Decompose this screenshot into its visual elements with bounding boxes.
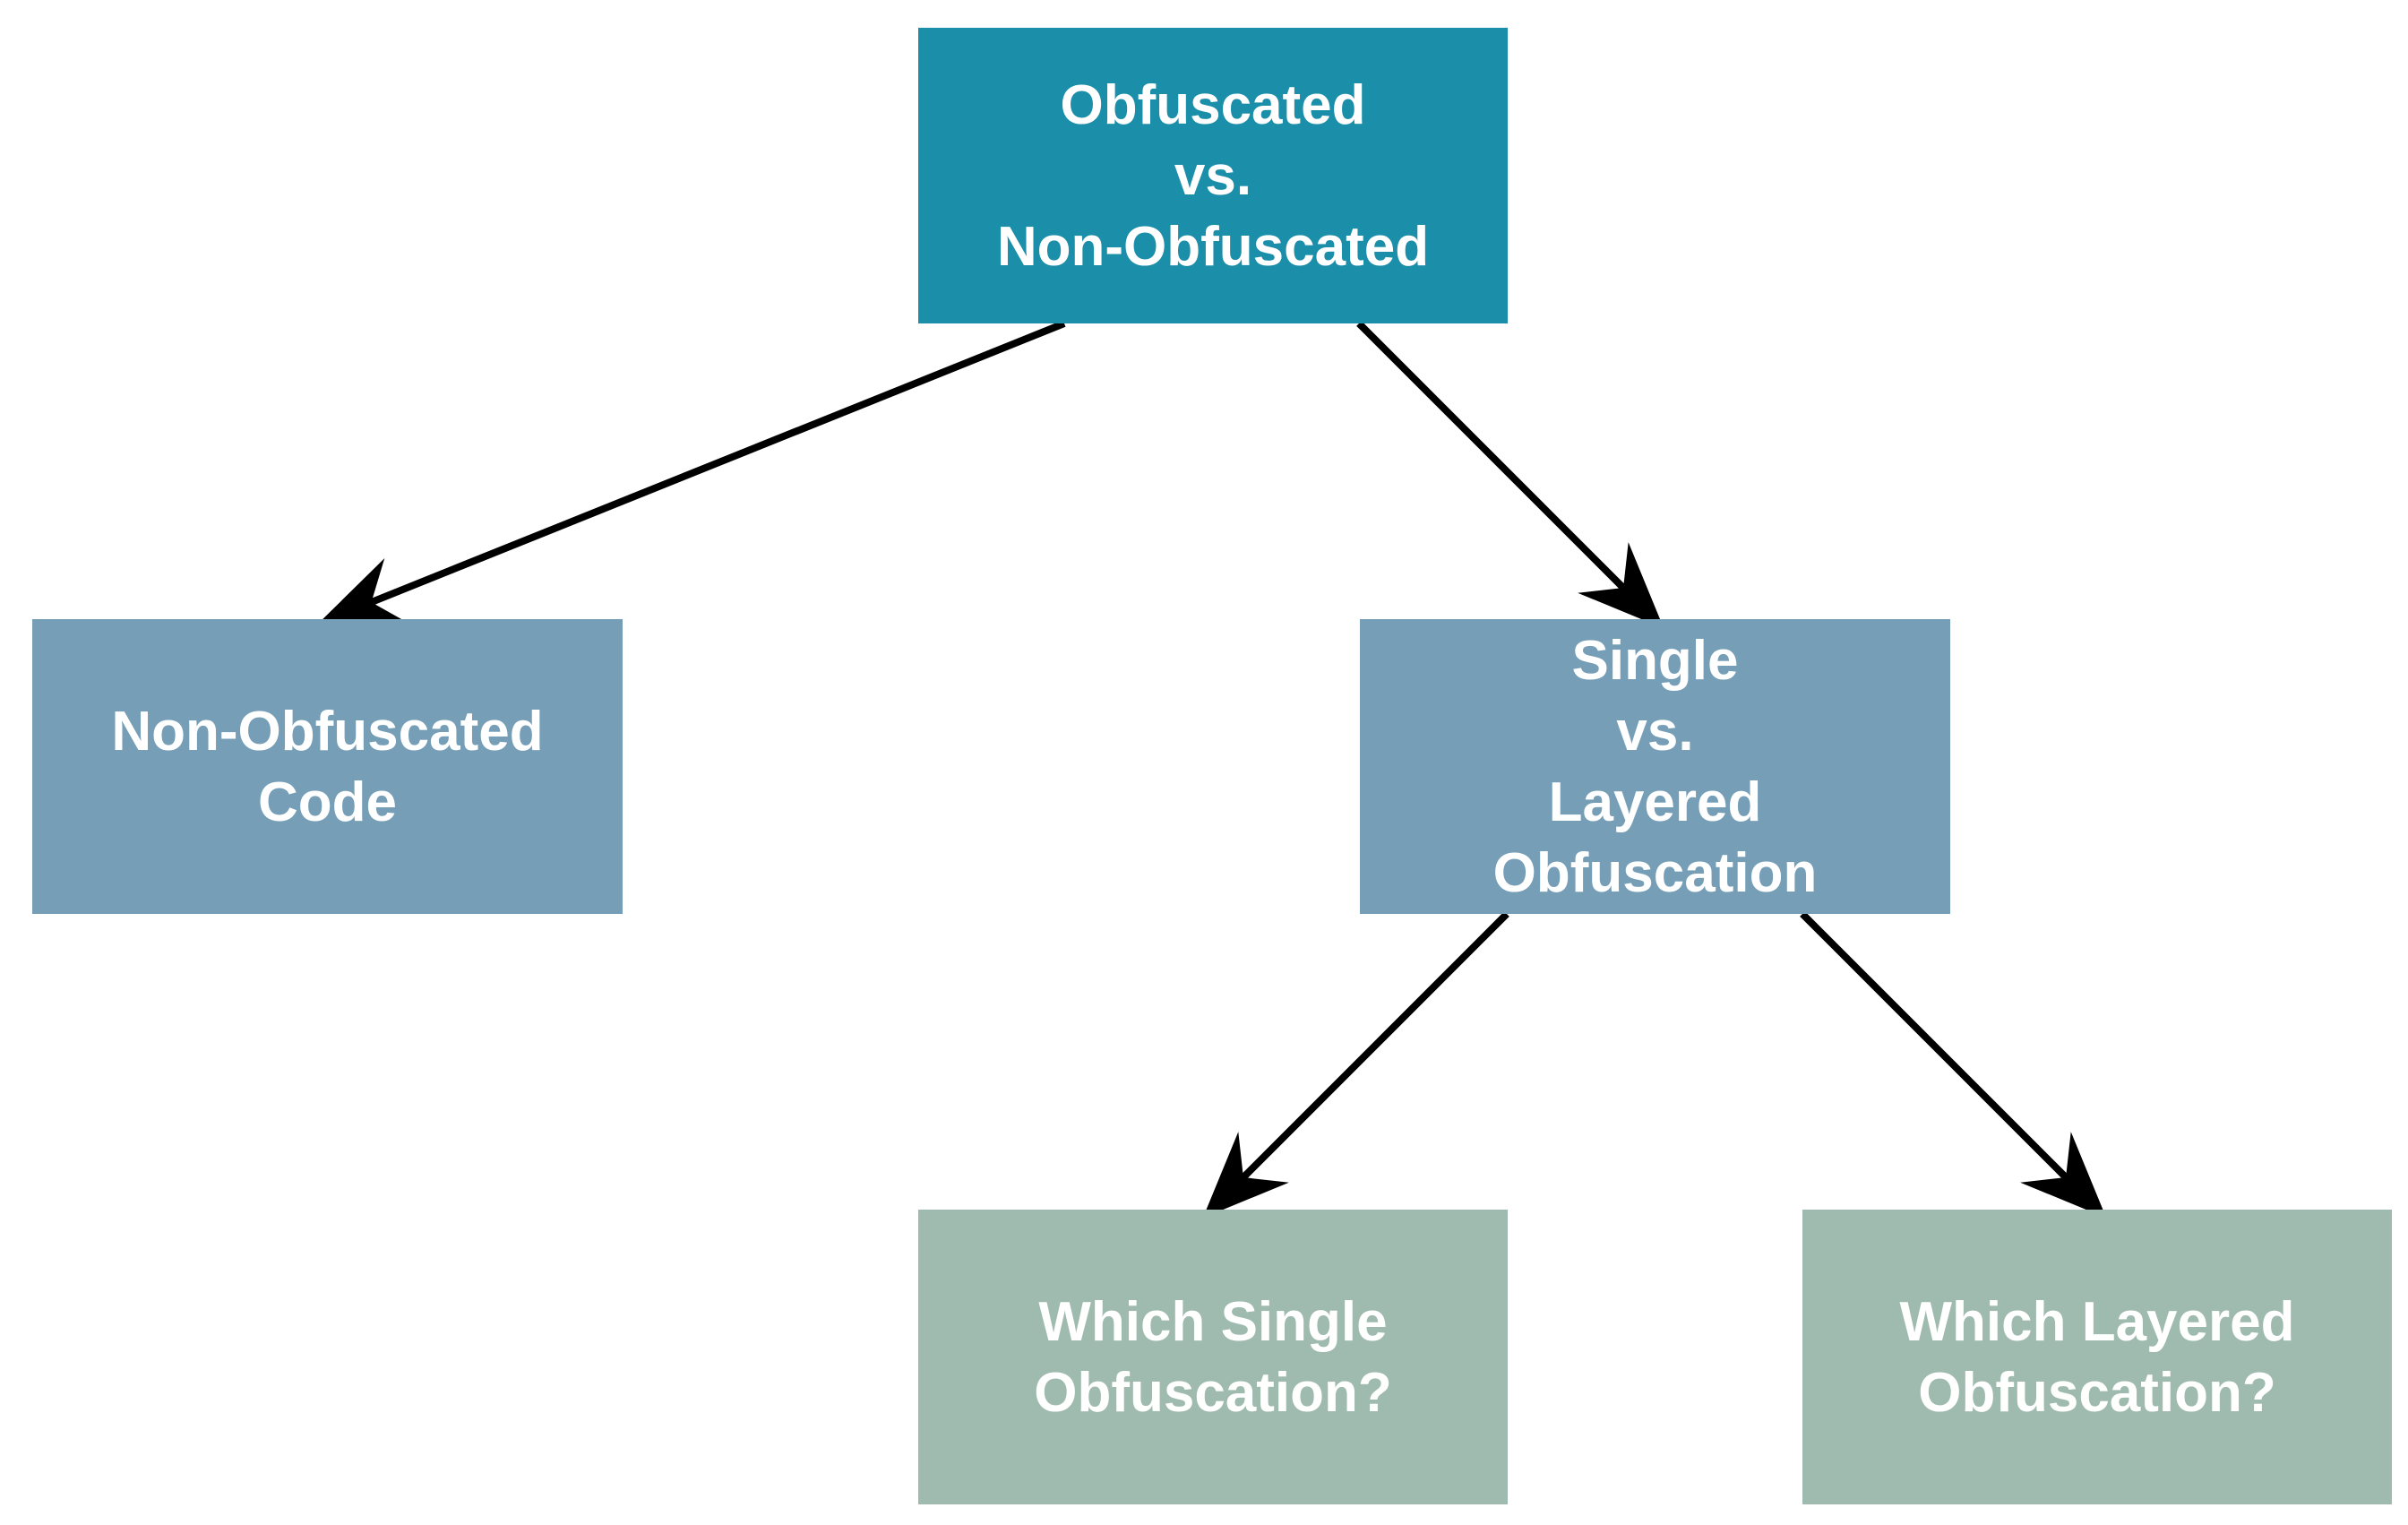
node-which-single-obfuscation: Which Single Obfuscation? [918,1210,1508,1504]
node-label-line: Which Layered [1899,1290,2295,1353]
arrow-single-to-which-layered [1800,911,2107,1219]
node-label-line: Obfuscation? [1918,1361,2276,1424]
node-label-line: vs. [1616,700,1694,762]
node-which-layered-obfuscation: Which Layered Obfuscation? [1802,1210,2392,1504]
node-obfuscated-vs-non-obfuscated: Obfuscated vs. Non-Obfuscated [918,28,1508,323]
node-label-line: Single [1571,629,1739,692]
node-label-line: Obfuscated [1060,73,1366,136]
node-label-line: Code [258,771,397,833]
node-label-line: Obfuscation? [1034,1361,1392,1424]
node-label-line: Non-Obfuscated [996,215,1430,278]
node-non-obfuscated-code: Non-Obfuscated Code [32,619,623,914]
arrow-root-to-nonobfuscated [318,320,1066,625]
node-label-line: Which Single [1038,1290,1388,1353]
node-label-line: Non-Obfuscated [111,700,544,762]
node-label-line: Obfuscation [1492,841,1818,904]
arrow-root-to-single-vs-layered [1356,321,1664,629]
node-label-line: Layered [1548,771,1762,833]
arrow-single-to-which-single [1202,911,1509,1219]
node-label-line: vs. [1174,144,1252,207]
node-single-vs-layered-obfuscation: Single vs. Layered Obfuscation [1360,619,1950,914]
